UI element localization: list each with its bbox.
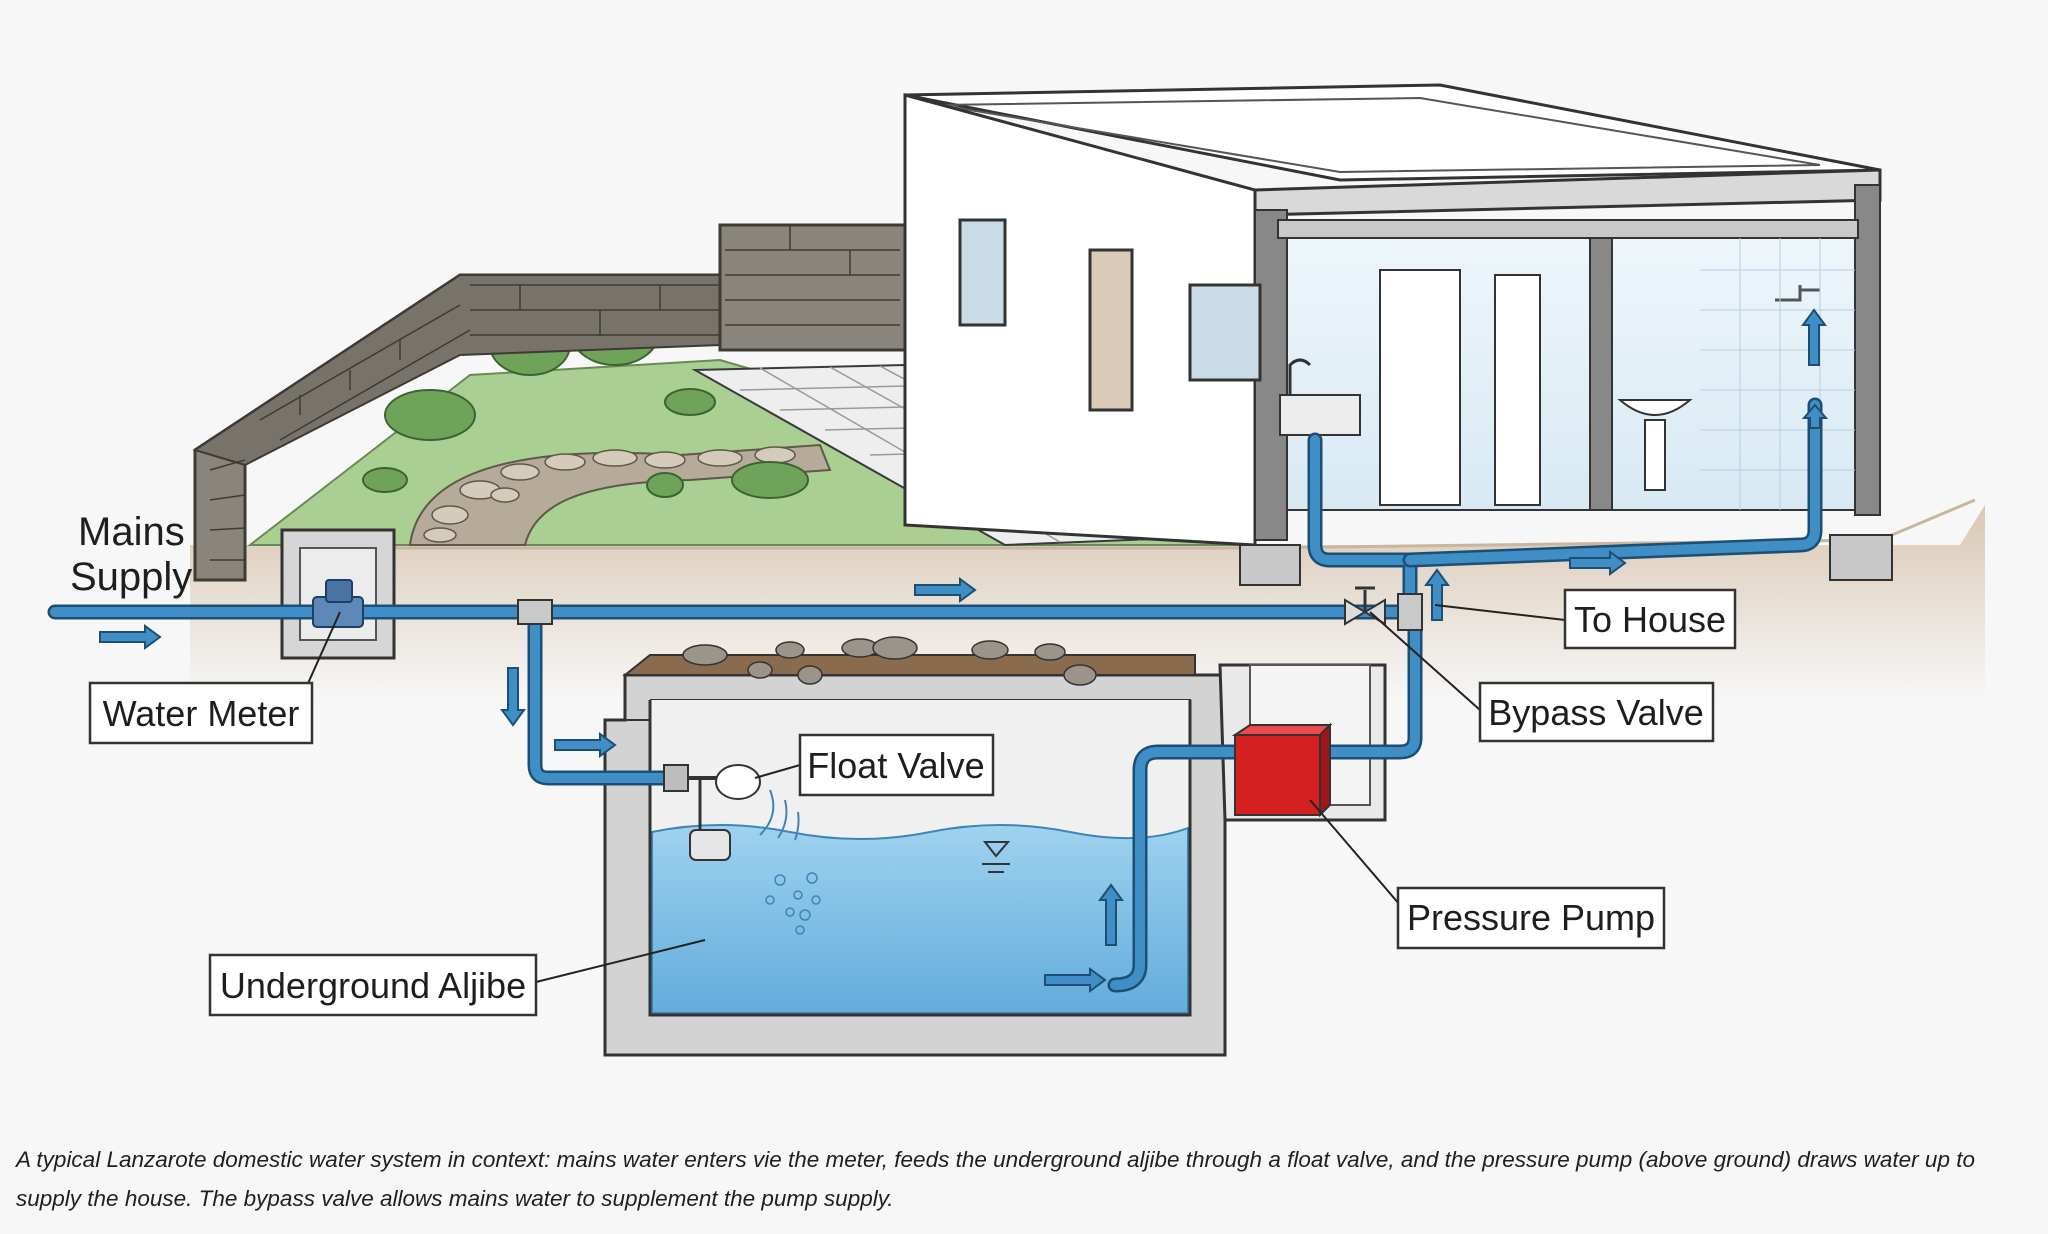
foundation: [1239, 544, 1301, 586]
door: [1088, 248, 1134, 412]
label-mains-supply: Mains Supply: [70, 510, 192, 599]
bypass-valve-text: Bypass Valve: [1488, 692, 1703, 733]
label-underground-aljibe: Underground Aljibe: [208, 953, 538, 1017]
float-ball: [715, 764, 761, 800]
stone-wall: [192, 223, 907, 582]
underground-aljibe-text: Underground Aljibe: [220, 965, 526, 1006]
to-house-text: To House: [1574, 599, 1726, 640]
sink-counter: [1279, 394, 1361, 436]
window: [958, 218, 1007, 327]
flow-arrow-icon: [99, 308, 1829, 993]
mains-supply-line2: Supply: [70, 555, 192, 599]
shower-head: [1775, 285, 1820, 302]
label-float-valve: Float Valve: [798, 733, 995, 797]
water-meter-text: Water Meter: [103, 693, 300, 734]
bubbles: [765, 872, 821, 935]
water-level-icon: [982, 841, 1011, 873]
valve-icon: [1344, 586, 1386, 626]
float-valve-text: Float Valve: [807, 745, 984, 786]
house-interior: [1284, 234, 1856, 511]
label-water-meter: Water Meter: [88, 681, 314, 745]
float-valve: [663, 764, 761, 861]
basin: [1617, 399, 1693, 491]
meter-icon: [312, 579, 364, 628]
label-bypass-valve: Bypass Valve: [1478, 681, 1715, 743]
pipe-network: [47, 397, 1823, 993]
garden: [247, 269, 1251, 546]
kitchen-tap: [1288, 358, 1312, 395]
label-to-house: To House: [1563, 588, 1737, 650]
leader-lines: [304, 604, 1566, 983]
house: [903, 83, 1893, 586]
doorway: [1379, 269, 1461, 506]
label-pressure-pump: Pressure Pump: [1396, 886, 1666, 950]
figure-caption: A typical Lanzarote domestic water syste…: [16, 1147, 1975, 1211]
mains-supply-line1: Mains: [78, 510, 185, 554]
water-splash: [759, 789, 800, 841]
ground-surface: [280, 498, 1976, 550]
tee-fitting: [517, 599, 553, 625]
pressure-pump-text: Pressure Pump: [1407, 897, 1655, 938]
pressure-pump: [1231, 722, 1333, 818]
